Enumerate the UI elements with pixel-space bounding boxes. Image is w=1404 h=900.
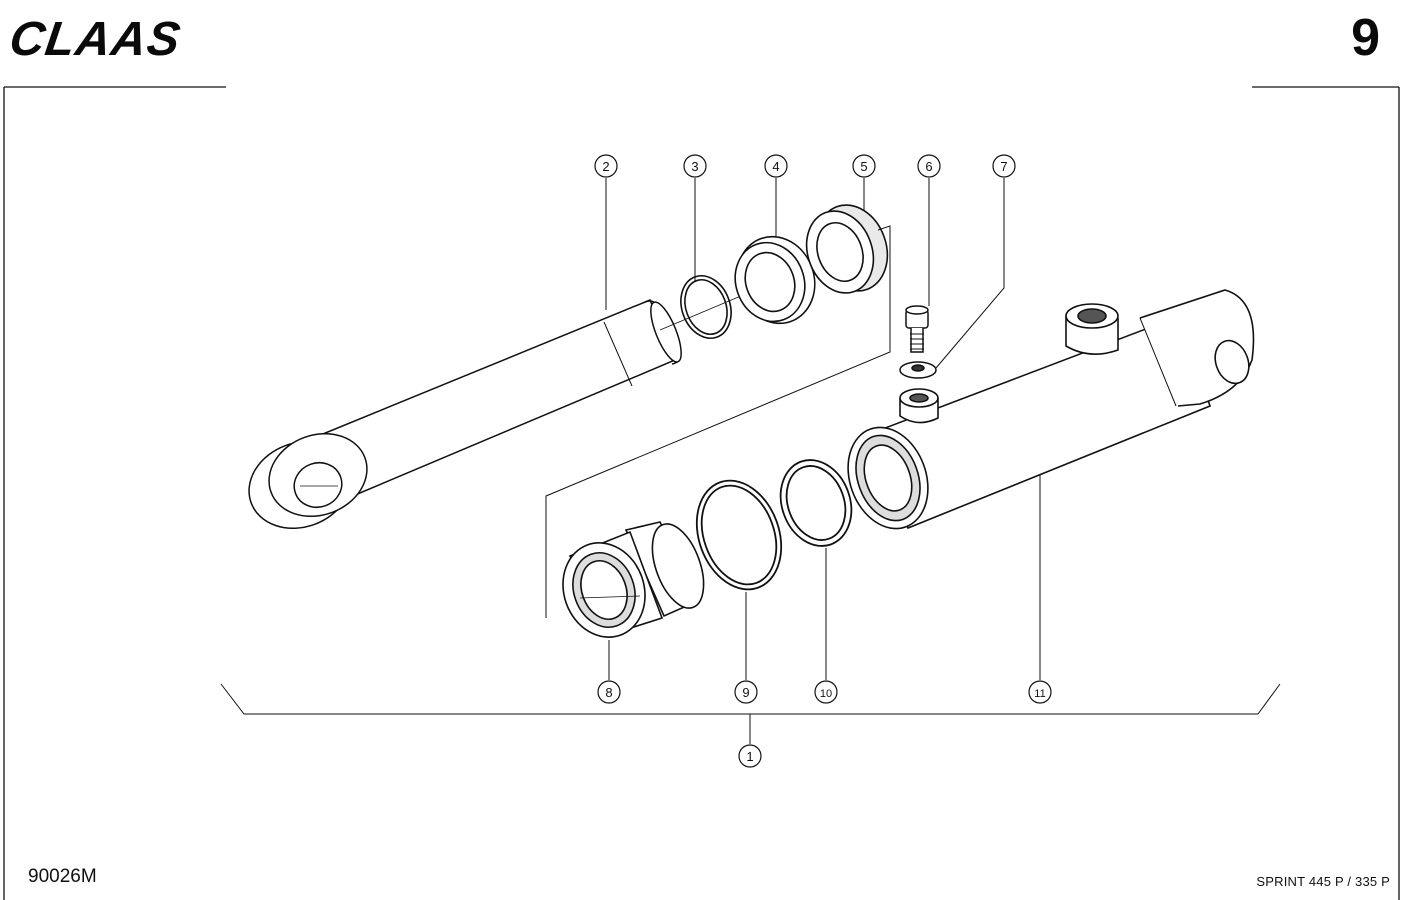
callout-9 — [734, 680, 758, 704]
model-label: SPRINT 445 P / 335 P — [1256, 874, 1390, 889]
callout-label-8: 8 — [605, 685, 612, 700]
callout-label-2: 2 — [602, 159, 609, 174]
rod-seal — [734, 235, 816, 325]
callout-3 — [683, 154, 707, 178]
page-border — [3, 86, 1400, 900]
callout-1 — [738, 744, 762, 768]
socket-screw — [905, 305, 929, 353]
leader-lines — [220, 178, 1281, 744]
callout-label-1: 1 — [746, 749, 753, 764]
callout-6 — [917, 154, 941, 178]
guide-bush — [805, 204, 889, 294]
retaining-ring — [680, 275, 732, 339]
callout-label-6: 6 — [925, 159, 932, 174]
callout-10 — [814, 680, 838, 704]
page-number: 9 — [1351, 9, 1380, 67]
o-ring — [779, 459, 853, 547]
callouts — [594, 154, 1052, 768]
callout-label-10: 10 — [820, 688, 832, 700]
callout-11 — [1028, 680, 1052, 704]
piston-rod — [248, 299, 682, 530]
support-ring — [695, 479, 783, 591]
callout-5 — [852, 154, 876, 178]
callout-label-9: 9 — [742, 685, 749, 700]
callout-label-4: 4 — [772, 159, 779, 174]
callout-label-3: 3 — [691, 159, 698, 174]
callout-4 — [764, 154, 788, 178]
callout-8 — [597, 680, 621, 704]
callout-labels: 2 3 4 5 6 7 8 9 10 11 1 — [602, 159, 1045, 764]
group-bracket — [545, 225, 891, 618]
callout-label-7: 7 — [1000, 159, 1007, 174]
drawing-code: 90026M — [28, 866, 97, 887]
cylinder-tube — [847, 289, 1255, 530]
callout-label-11: 11 — [1034, 688, 1045, 700]
callout-label-5: 5 — [860, 159, 867, 174]
piston — [562, 521, 705, 638]
callout-2 — [594, 154, 618, 178]
callout-7 — [992, 154, 1016, 178]
sealing-washer — [899, 361, 937, 379]
